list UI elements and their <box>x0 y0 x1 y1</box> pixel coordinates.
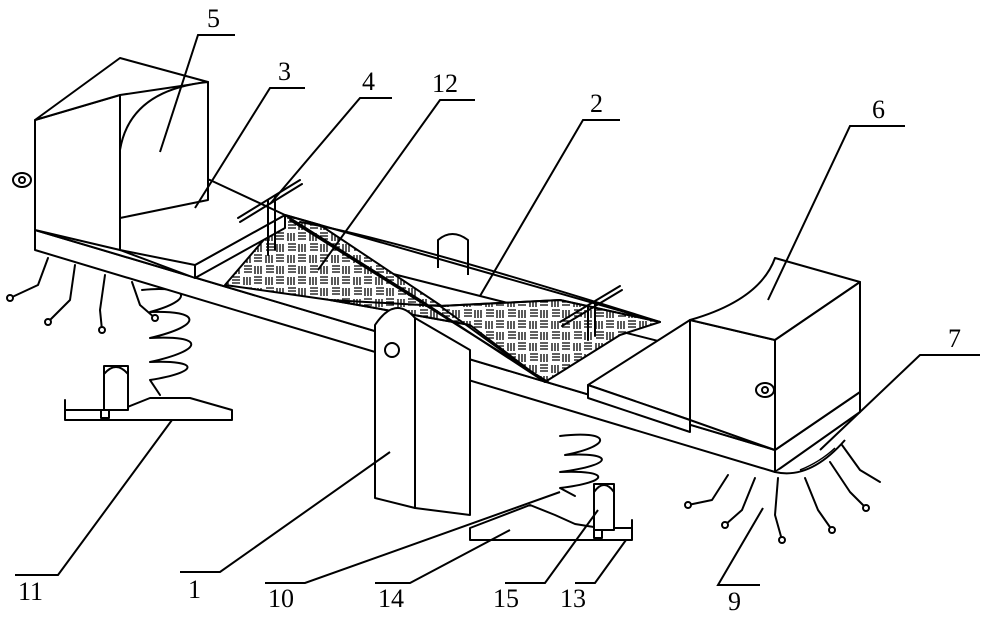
right-legs <box>684 444 881 544</box>
label-9: 9 <box>728 587 741 616</box>
label-5: 5 <box>207 4 220 33</box>
left-spring <box>141 288 193 396</box>
label-7: 7 <box>948 324 961 353</box>
label-10: 10 <box>268 584 294 613</box>
label-15: 15 <box>493 584 519 613</box>
back-pivot-hump <box>437 233 469 275</box>
label-14: 14 <box>378 584 404 613</box>
left-end-box <box>34 57 209 251</box>
callout-lines <box>15 34 980 586</box>
pivot-pillar <box>374 307 471 516</box>
right-handle <box>559 285 623 341</box>
label-1: 1 <box>188 575 201 604</box>
label-3: 3 <box>278 57 291 86</box>
right-base-arc <box>774 439 846 475</box>
label-13: 13 <box>560 584 586 613</box>
right-spring <box>559 433 603 497</box>
left-ground-support <box>64 365 233 421</box>
label-11: 11 <box>18 577 43 606</box>
label-12: 12 <box>432 69 458 98</box>
right-end-box <box>587 257 861 451</box>
right-ground-support <box>469 483 633 541</box>
label-6: 6 <box>872 95 885 124</box>
label-2: 2 <box>590 89 603 118</box>
right-ring-hook <box>755 382 775 398</box>
left-ring-hook <box>12 172 32 188</box>
label-4: 4 <box>362 67 375 96</box>
left-legs <box>6 257 159 334</box>
